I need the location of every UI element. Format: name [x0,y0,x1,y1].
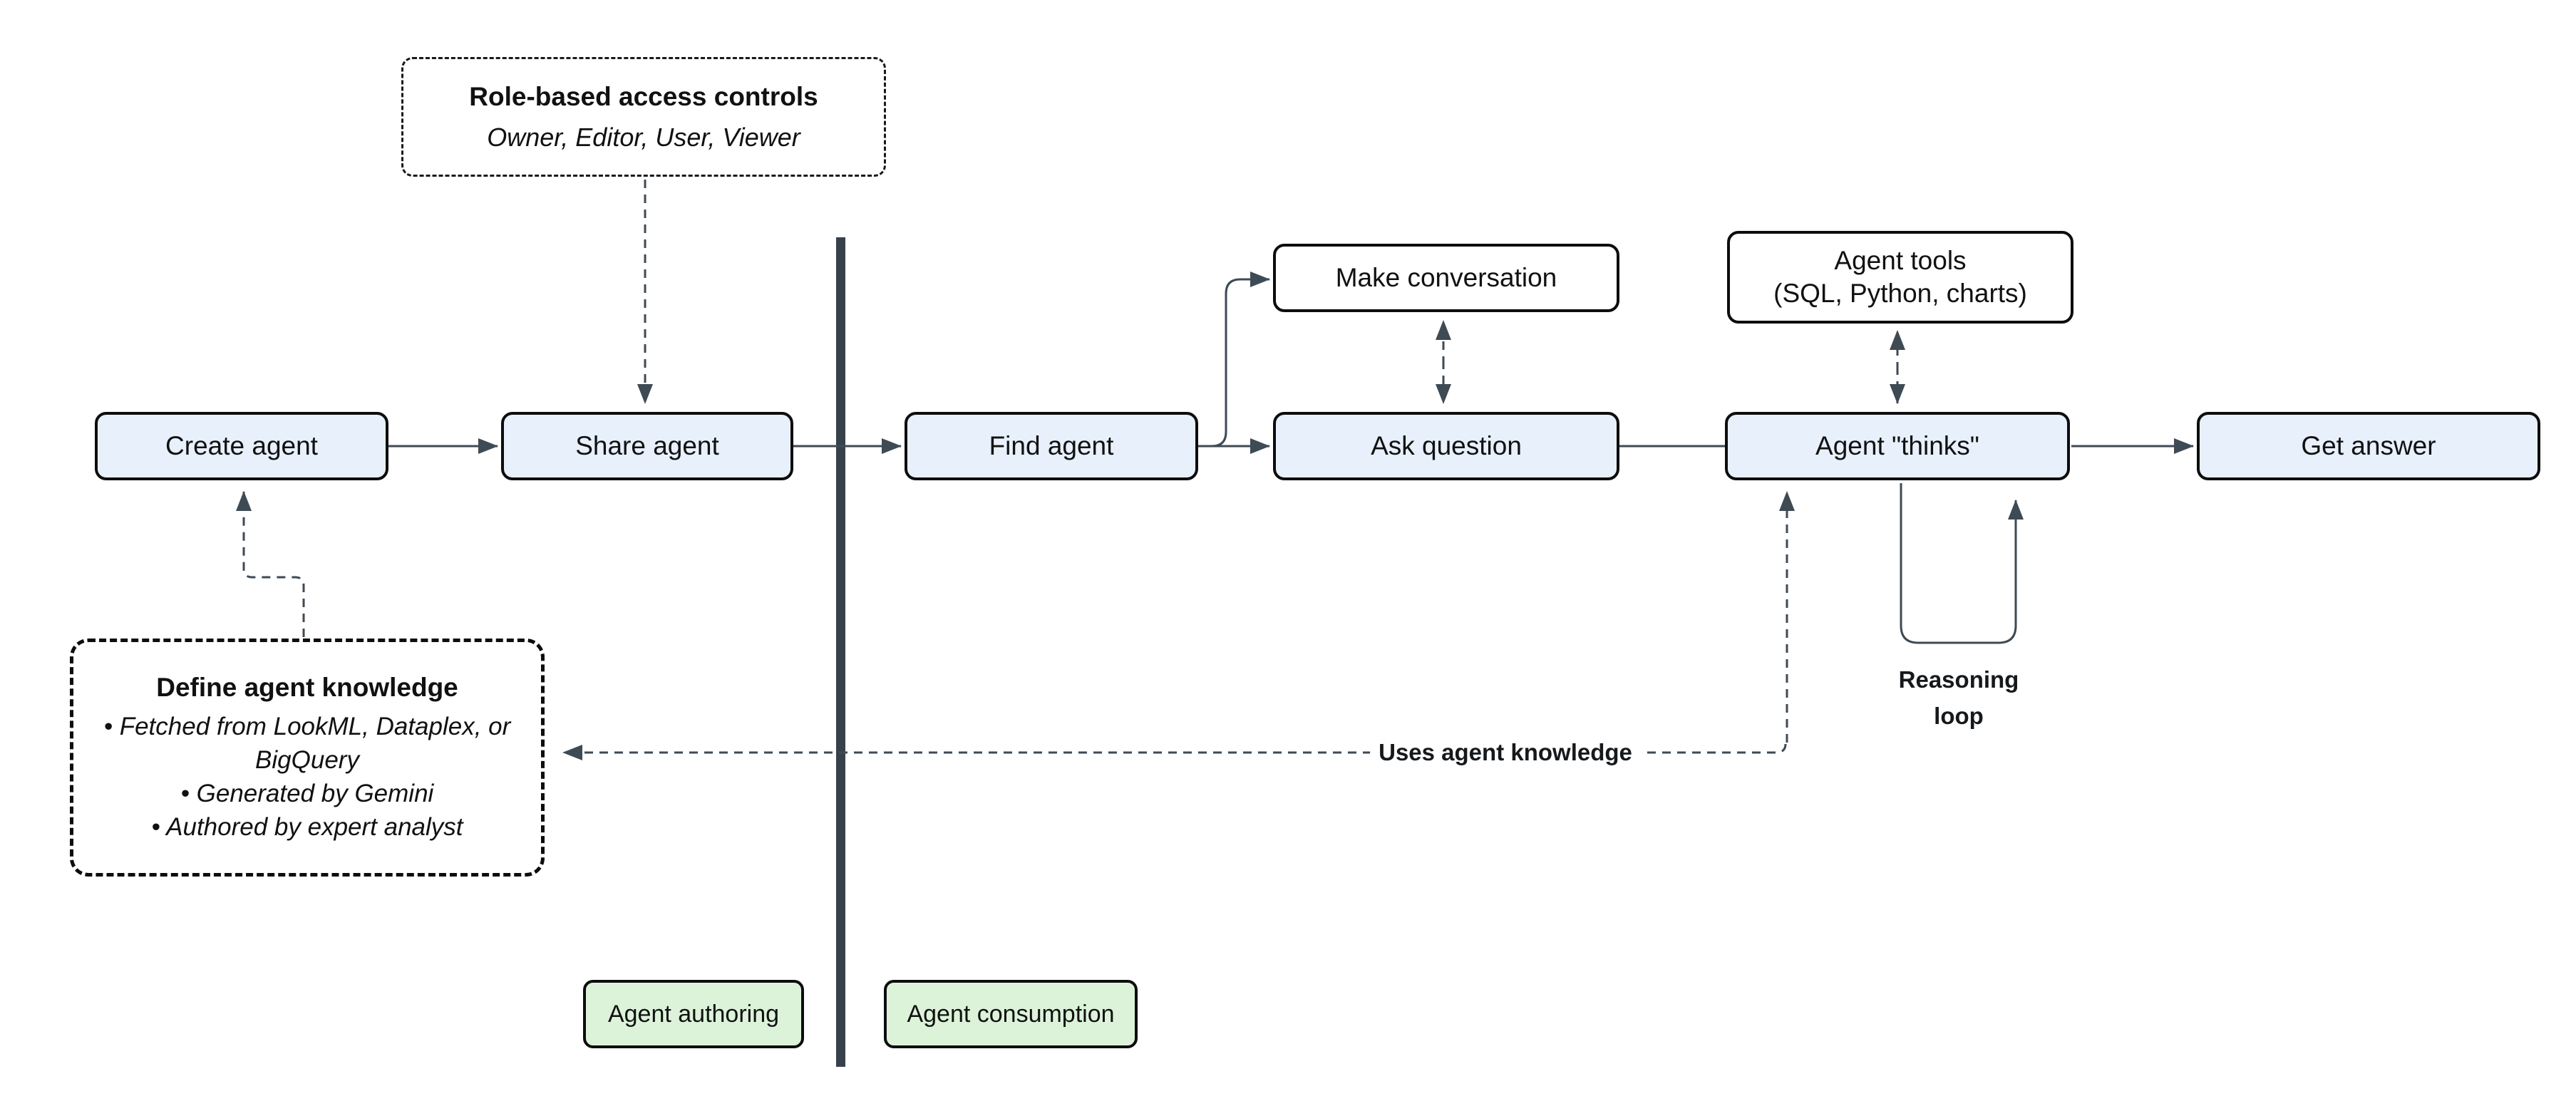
node-ask-question-label: Ask question [1371,430,1522,460]
reasoning-loop-label: Reasoning loop [1898,666,2019,730]
node-create-agent: Create agent [95,412,388,480]
node-make-conversation-label: Make conversation [1335,262,1557,292]
node-find-agent-label: Find agent [989,430,1114,460]
node-agent-tools-line2: (SQL, Python, charts) [1773,279,2027,308]
zone-divider-line [836,237,845,1067]
node-share-agent: Share agent [501,412,793,480]
node-find-agent: Find agent [905,412,1198,480]
knowledge-bullet-gemini: • Generated by Gemini [180,780,434,808]
node-get-answer-label: Get answer [2301,430,2436,460]
connector-knowledge-to-create [236,491,305,637]
node-agent-tools-line1: Agent tools [1834,245,1967,275]
knowledge-bullet-sources: • Fetched from LookML, Dataplex, or BigQ… [103,713,511,775]
knowledge-bullet-analyst: • Authored by expert analyst [151,812,463,841]
node-agent-thinks: Agent "thinks" [1725,412,2070,480]
role-access-box: Role-based access controls Owner, Editor… [401,57,886,177]
define-knowledge-bullets: • Fetched from LookML, Dataplex, or BigQ… [73,710,541,844]
connector-uses-knowledge-left [562,743,1787,760]
node-share-agent-label: Share agent [575,430,719,460]
node-create-agent-label: Create agent [165,430,318,460]
node-make-conversation: Make conversation [1273,244,1619,312]
node-agent-thinks-label: Agent "thinks" [1815,430,1979,460]
uses-agent-knowledge-label: Uses agent knowledge [1370,738,1641,768]
define-knowledge-title: Define agent knowledge [156,673,458,703]
define-knowledge-box: Define agent knowledge • Fetched from Lo… [70,639,545,877]
zone-tag-agent-consumption-label: Agent consumption [907,1000,1115,1028]
role-access-subtitle: Owner, Editor, User, Viewer [487,122,800,152]
node-agent-tools: Agent tools (SQL, Python, charts) [1727,231,2073,324]
zone-tag-agent-authoring: Agent authoring [583,980,804,1048]
role-access-title: Role-based access controls [469,81,818,111]
connector-find-to-make-conversation [1211,272,1270,448]
connector-reasoning-loop [1900,483,2024,644]
node-get-answer: Get answer [2197,412,2540,480]
zone-tag-agent-authoring-label: Agent authoring [607,1000,780,1028]
node-ask-question: Ask question [1273,412,1619,480]
zone-tag-agent-consumption: Agent consumption [884,980,1138,1048]
